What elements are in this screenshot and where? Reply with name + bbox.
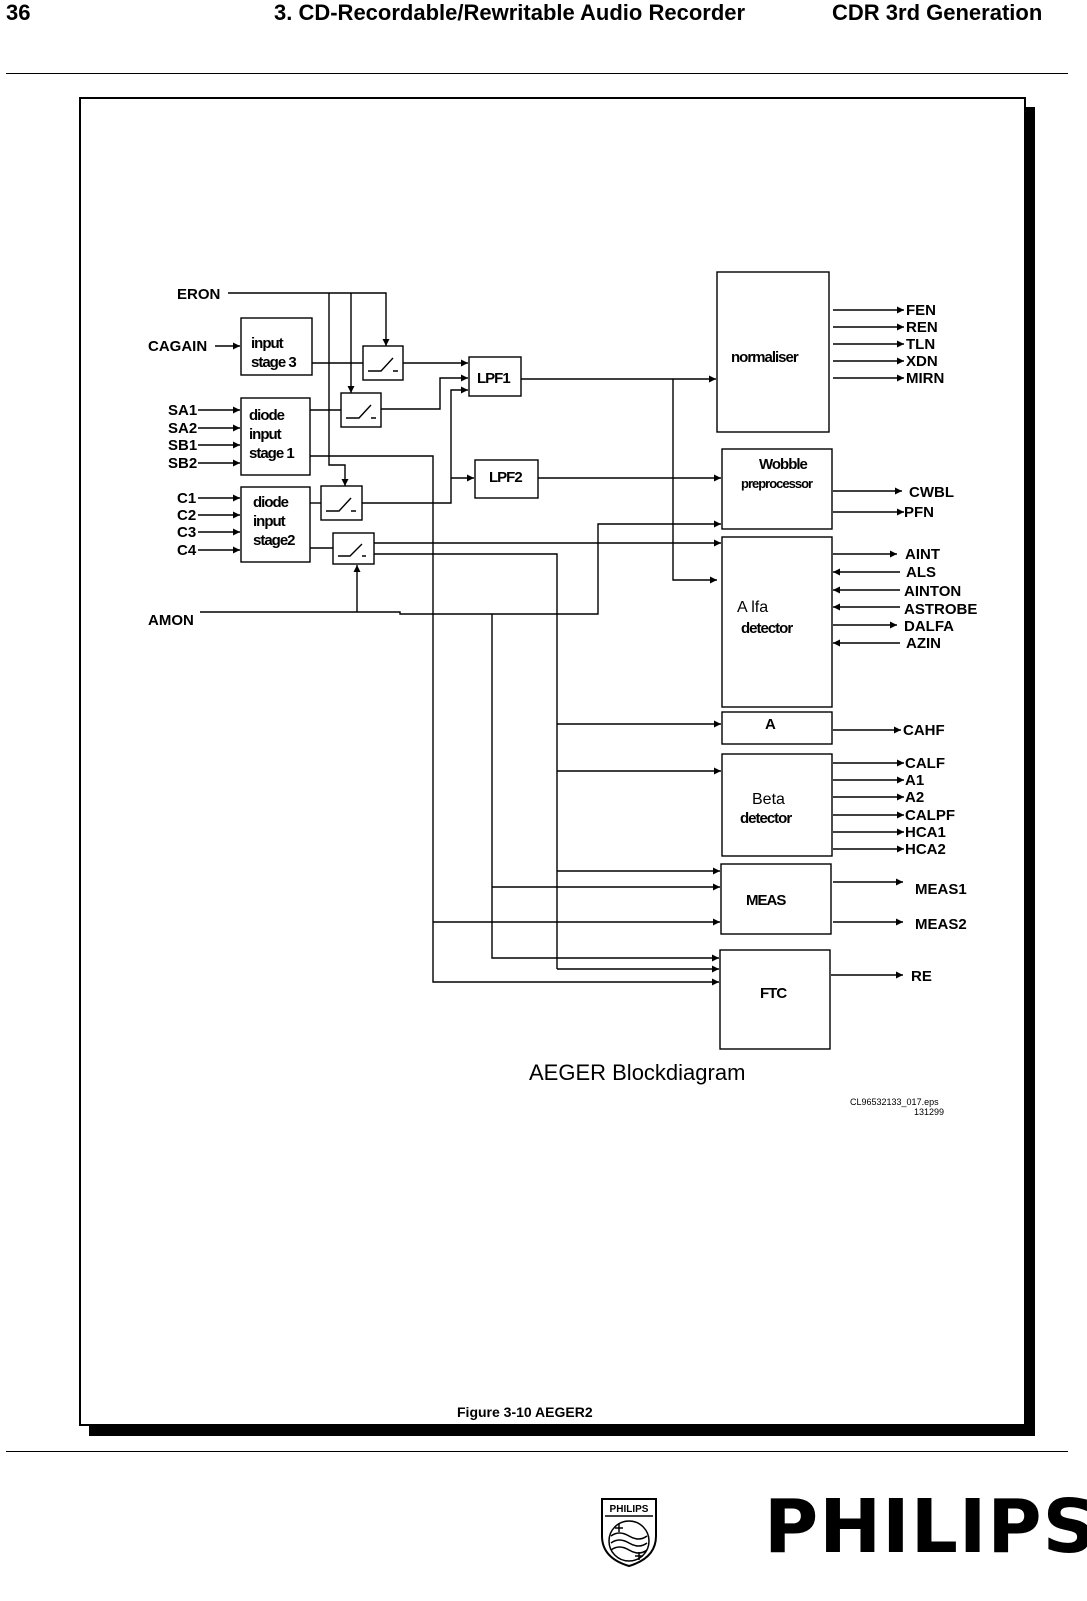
label-sb2: SB2: [168, 455, 197, 472]
diode-stage2-label-2: input: [253, 513, 286, 530]
input-stage3-block: [240, 317, 313, 376]
out-ren: REN: [906, 319, 938, 336]
out-calpf: CALPF: [905, 807, 955, 824]
switch-3: [320, 485, 363, 521]
out-tln: TLN: [906, 336, 935, 353]
label-sa2: SA2: [168, 420, 197, 437]
philips-logo: PHILIPS: [764, 1484, 1087, 1570]
label-sa1: SA1: [168, 402, 197, 419]
out-xdn: XDN: [906, 353, 938, 370]
out-dalfa: DALFA: [904, 618, 954, 635]
out-a1: A1: [905, 772, 924, 789]
out-cwbl: CWBL: [909, 484, 954, 501]
out-meas2: MEAS2: [915, 916, 967, 933]
shield-text: PHILIPS: [610, 1504, 649, 1515]
alfa-block: [721, 536, 833, 708]
ftc-block: [719, 949, 831, 1050]
out-re: RE: [911, 968, 932, 985]
beta-label-1: Beta: [752, 791, 785, 808]
footer-rule: [6, 1451, 1068, 1452]
switch-1: [362, 345, 404, 381]
diagram-title: AEGER Blockdiagram: [529, 1060, 745, 1085]
out-meas1: MEAS1: [915, 881, 967, 898]
out-azin: AZIN: [906, 635, 941, 652]
alfa-label-1: A lfa: [737, 599, 768, 616]
input-stage3-label-2: stage 3: [251, 354, 296, 371]
label-cagain: CAGAIN: [148, 338, 207, 355]
diode-stage2-block: [240, 486, 311, 563]
label-c1: C1: [177, 490, 196, 507]
product-title: CDR 3rd Generation: [832, 0, 1043, 25]
lpf2-block: [474, 459, 539, 499]
ftc-label: FTC: [760, 985, 787, 1002]
normaliser-block: [716, 271, 830, 433]
switch-2: [340, 392, 382, 428]
out-cahf: CAHF: [903, 722, 945, 739]
lpf1-label: LPF1: [477, 370, 510, 387]
label-c2: C2: [177, 507, 196, 524]
out-ainton: AINTON: [904, 583, 961, 600]
out-a2: A2: [905, 789, 924, 806]
page-number: 36: [6, 0, 31, 25]
out-fen: FEN: [906, 302, 936, 319]
switch-4: [332, 532, 375, 565]
figure-caption: Figure 3-10 AEGER2: [457, 1404, 593, 1420]
diode-stage1-label-3: stage 1: [249, 445, 294, 462]
philips-shield-icon: PHILIPS: [601, 1498, 657, 1568]
out-aint: AINT: [905, 546, 940, 563]
figure-frame: [79, 97, 1026, 1426]
label-sb1: SB1: [168, 437, 197, 454]
header-rule: [6, 73, 1068, 74]
meas-label: MEAS: [746, 892, 786, 909]
meas-block: [720, 863, 832, 935]
lpf2-label: LPF2: [489, 469, 522, 486]
beta-label-2: detector: [740, 810, 792, 827]
wobble-block: [721, 448, 833, 530]
out-astrobe: ASTROBE: [904, 601, 977, 618]
diode-stage2-label-1: diode: [253, 494, 289, 511]
diagram-file-code: 131299: [914, 1107, 944, 1117]
label-c4: C4: [177, 542, 197, 559]
out-hca1: HCA1: [905, 824, 946, 841]
out-calf: CALF: [905, 755, 945, 772]
diode-stage2-label-3: stage2: [253, 532, 295, 549]
out-pfn: PFN: [904, 504, 934, 521]
diode-stage1-label-1: diode: [249, 407, 285, 424]
diode-stage1-block: [240, 397, 311, 476]
wobble-label-2: preprocessor: [741, 476, 813, 491]
out-mirn: MIRN: [906, 370, 944, 387]
frame-shadow-right: [1026, 107, 1035, 1436]
out-als: ALS: [906, 564, 936, 581]
diagram-file-ref: CL96532133_017.eps: [850, 1097, 939, 1107]
frame-shadow-bottom: [89, 1426, 1035, 1436]
alfa-label-2: detector: [741, 620, 793, 637]
out-hca2: HCA2: [905, 841, 946, 858]
normaliser-label: normaliser: [731, 349, 799, 366]
label-eron: ERON: [177, 286, 220, 303]
chapter-title: 3. CD-Recordable/Rewritable Audio Record…: [274, 0, 746, 25]
wobble-label-1: Wobble: [759, 456, 808, 473]
label-amon: AMON: [148, 612, 194, 629]
label-c3: C3: [177, 524, 196, 541]
input-stage3-label-1: input: [251, 335, 284, 352]
diode-stage1-label-2: input: [249, 426, 282, 443]
lpf1-block: [468, 356, 522, 397]
a-block: [721, 711, 833, 745]
beta-block: [721, 753, 833, 857]
a-label: A: [765, 716, 776, 733]
